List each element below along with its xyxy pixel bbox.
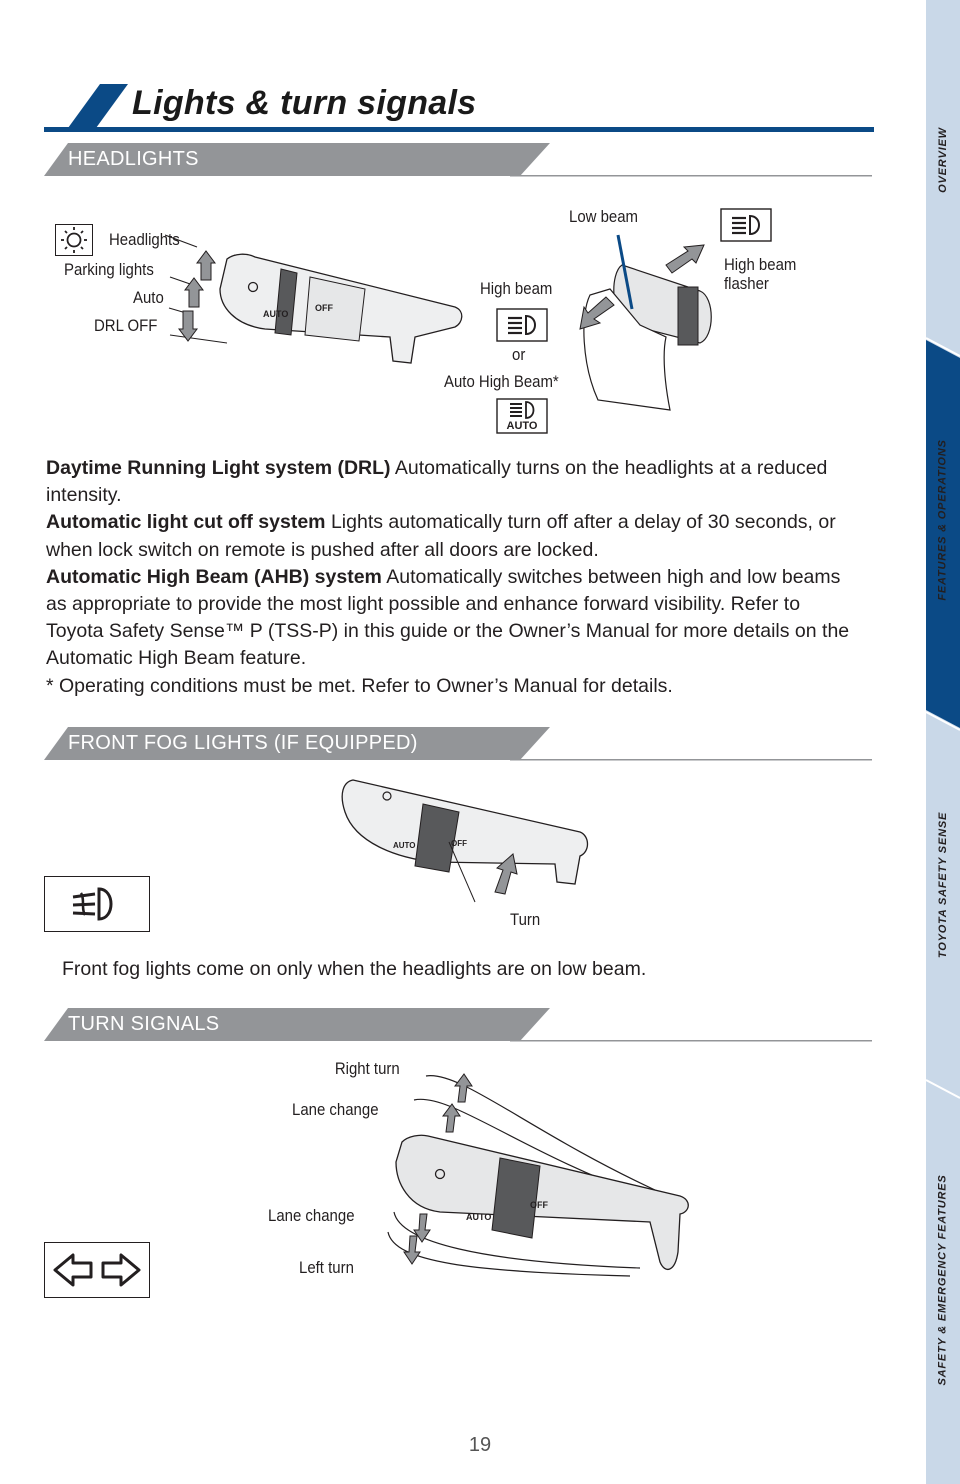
label-lane-change-up: Lane change: [292, 1100, 379, 1119]
switch-off-text: OFF: [315, 303, 333, 313]
side-tabs: OVERVIEW FEATURES & OPERATIONS TOYOTA SA…: [926, 0, 960, 1484]
fog-switch-auto-text: AUTO: [393, 841, 416, 850]
side-tab-tss[interactable]: TOYOTA SAFETY SENSE: [926, 790, 960, 980]
arrow-up-1: [196, 250, 216, 281]
arrow-right-turn: [454, 1073, 473, 1103]
arrow-left-turn: [403, 1235, 421, 1265]
side-tab-safety-label: SAFETY & EMERGENCY FEATURES: [937, 1174, 950, 1386]
label-high-beam-flasher-2: flasher: [724, 274, 769, 293]
label-auto: Auto: [133, 288, 164, 307]
fog-stalk-diagram: AUTO OFF: [341, 779, 589, 903]
side-tab-tss-label: TOYOTA SAFETY SENSE: [937, 811, 949, 959]
label-high-beam: High beam: [480, 279, 553, 298]
ahb-text: Automatically switches between high and …: [46, 565, 850, 670]
side-tab-overview-label: OVERVIEW: [937, 127, 949, 193]
section-header-turn: TURN SIGNALS: [68, 1013, 220, 1035]
title-bar-graphic: [44, 84, 874, 132]
arrow-down: [178, 310, 198, 342]
headlight-icon-box: [55, 224, 93, 256]
section-header-bar: [44, 143, 872, 177]
arrow-up-2: [184, 277, 204, 308]
ahb-heading: Automatic High Beam (AHB) system: [46, 565, 382, 588]
arrow-flasher: [665, 244, 705, 274]
turn-switch-off-text: OFF: [530, 1200, 548, 1210]
label-high-beam-flasher-1: High beam: [724, 255, 797, 274]
fog-switch-off-text: OFF: [451, 839, 467, 848]
operating-note: * Operating conditions must be met. Refe…: [46, 674, 673, 697]
label-turn: Turn: [510, 910, 541, 929]
high-beam-icon: [496, 308, 548, 342]
label-right-turn: Right turn: [334, 1059, 400, 1078]
label-left-turn: Left turn: [299, 1258, 354, 1277]
fog-note: Front fog lights come on only when the h…: [62, 958, 647, 980]
switch-auto-text: AUTO: [263, 309, 288, 319]
section-header-bar: [44, 1008, 872, 1042]
headlights-description: Daytime Running Light system (DRL) Autom…: [46, 455, 856, 700]
label-drl-off: DRL OFF: [94, 316, 158, 335]
side-tab-features[interactable]: FEATURES & OPERATIONS: [926, 420, 960, 620]
arrow-lane-change-down: [413, 1213, 431, 1243]
label-or: or: [512, 345, 526, 364]
turn-signal-arrows-icon: [53, 1253, 141, 1287]
page-title: Lights & turn signals: [132, 84, 477, 122]
high-beam-flasher-icon: [720, 208, 772, 242]
front-fog-icon: [72, 887, 113, 921]
turn-signal-icon-box: [44, 1242, 150, 1298]
turn-signal-stalk-diagram: AUTO OFF: [387, 1073, 689, 1277]
label-low-beam: Low beam: [569, 207, 639, 226]
arrow-lane-change-up: [442, 1103, 461, 1133]
light-cutoff-heading: Automatic light cut off system: [46, 511, 326, 534]
light-cutoff-text: Lights automatically turn off after a de…: [46, 511, 836, 561]
side-tab-overview[interactable]: OVERVIEW: [926, 110, 960, 210]
page-number: 19: [468, 1434, 492, 1456]
side-tab-features-label: FEATURES & OPERATIONS: [937, 439, 950, 601]
arrow-high-beam: [579, 296, 615, 330]
section-header-headlights: HEADLIGHTS: [68, 148, 199, 170]
turn-switch-auto-text: AUTO: [466, 1212, 491, 1222]
section-header-fog: FRONT FOG LIGHTS (IF EQUIPPED): [68, 732, 418, 754]
drl-text: Automatically turns on the headlights at…: [46, 457, 828, 507]
hand-stalk-diagram: [579, 234, 712, 411]
headlight-stalk-diagram: AUTO OFF: [165, 234, 463, 364]
side-tab-safety[interactable]: SAFETY & EMERGENCY FEATURES: [926, 1150, 960, 1410]
auto-high-beam-icon: AUTO: [496, 398, 548, 434]
auto-high-beam-icon-text: AUTO: [507, 420, 538, 432]
drl-heading: Daytime Running Light system (DRL): [46, 457, 391, 479]
label-headlights: Headlights: [109, 230, 180, 249]
fog-icon-box: [44, 876, 150, 932]
label-parking-lights: Parking lights: [64, 260, 154, 279]
arrow-turn: [494, 853, 518, 895]
label-auto-high-beam: Auto High Beam*: [444, 372, 559, 391]
sun-icon: [61, 227, 87, 253]
label-lane-change-down: Lane change: [268, 1206, 355, 1225]
section-header-bar: [44, 727, 872, 761]
side-tabs-background: [926, 0, 960, 1484]
